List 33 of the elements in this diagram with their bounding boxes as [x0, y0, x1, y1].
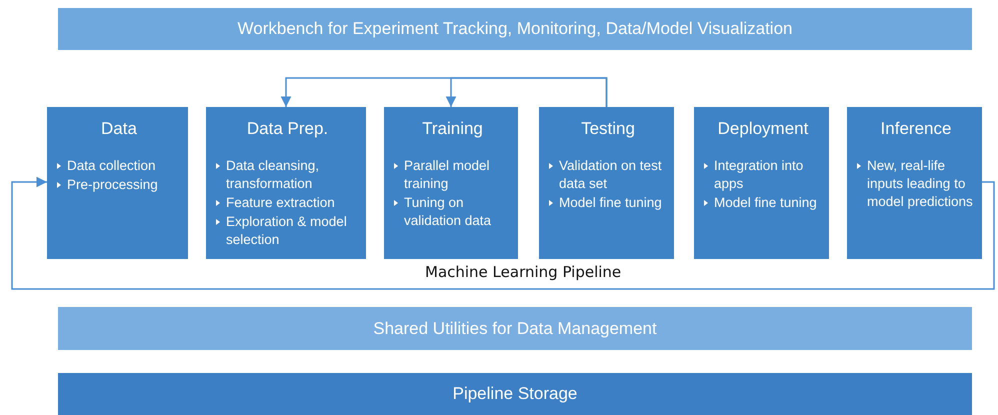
- bullet-item: Model fine tuning: [714, 195, 817, 210]
- stage-box: [694, 107, 829, 259]
- banner: [58, 8, 972, 50]
- bullet-item: New, real-life inputs leading to model predictions: [867, 158, 973, 209]
- stage-box: [384, 107, 518, 259]
- bullet-item: Validation on test data set: [559, 158, 662, 191]
- bullet-item: Data cleansing, transformation: [226, 158, 320, 191]
- stage-box: [847, 107, 982, 259]
- bullet-item: Integration into apps: [714, 158, 804, 191]
- bullet-item: Exploration & model selection: [226, 214, 347, 247]
- banner-title: Pipeline Storage: [452, 384, 578, 404]
- stage-title: Inference: [880, 119, 952, 139]
- stage-title: Testing: [580, 119, 636, 139]
- bullet-item: Data collection: [67, 158, 156, 173]
- pipeline-caption: Machine Learning Pipeline: [425, 263, 622, 281]
- banner-title: Shared Utilities for Data Management: [373, 318, 657, 338]
- stage-box: [539, 107, 674, 259]
- stage-box: [47, 107, 188, 259]
- connector-arrow: [11, 176, 995, 290]
- bullet-item: Parallel model training: [404, 158, 490, 191]
- stage-box: [206, 107, 366, 259]
- banner: [58, 307, 972, 350]
- stage-title: Data Prep.: [246, 119, 330, 139]
- banner: [58, 373, 972, 415]
- stage-title: Data: [100, 119, 138, 139]
- bullet-item: Tuning on validation data: [404, 195, 492, 228]
- bullet-item: Model fine tuning: [559, 195, 662, 210]
- stage-title: Deployment: [716, 119, 810, 139]
- connector-arrow: [446, 77, 608, 107]
- stage-title: Training: [421, 119, 484, 139]
- bullet-item: Pre-processing: [67, 177, 158, 192]
- bullet-item: Feature extraction: [226, 195, 335, 210]
- banner-title: Workbench for Experiment Tracking, Monitoring, Data/Model Visualization: [238, 19, 792, 39]
